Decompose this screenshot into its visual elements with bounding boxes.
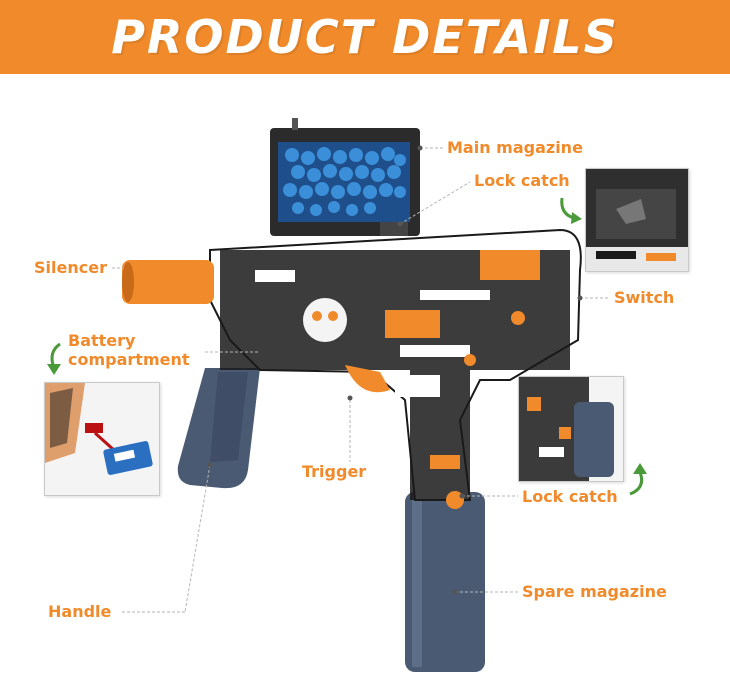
lock-catch-inset-top <box>585 168 689 272</box>
silencer-image <box>122 260 214 304</box>
label-battery-line2: compartment <box>68 350 190 369</box>
label-spare-magazine: Spare magazine <box>522 582 667 601</box>
leader-dots <box>207 145 583 595</box>
label-switch: Switch <box>614 288 675 307</box>
main-magazine-image <box>270 118 420 236</box>
header-banner: PRODUCT DETAILS <box>0 0 730 74</box>
label-battery-line1: Battery <box>68 331 136 350</box>
curved-arrow-icon <box>629 463 647 496</box>
page-title: PRODUCT DETAILS <box>111 10 619 64</box>
label-handle: Handle <box>48 602 112 621</box>
battery-inset <box>44 382 160 496</box>
label-lock-catch-top: Lock catch <box>474 171 570 190</box>
curved-arrow-icon <box>47 342 61 375</box>
handle-image <box>177 368 260 489</box>
label-main-magazine: Main magazine <box>447 138 583 157</box>
label-lock-catch-bottom: Lock catch <box>522 487 618 506</box>
label-silencer: Silencer <box>34 258 107 277</box>
gun-body-image <box>209 228 582 509</box>
lock-catch-inset-bottom <box>518 376 624 482</box>
spare-magazine-image <box>405 492 485 672</box>
leader-lines <box>112 147 610 613</box>
curved-arrow-icon <box>560 197 582 224</box>
label-trigger: Trigger <box>302 462 367 481</box>
